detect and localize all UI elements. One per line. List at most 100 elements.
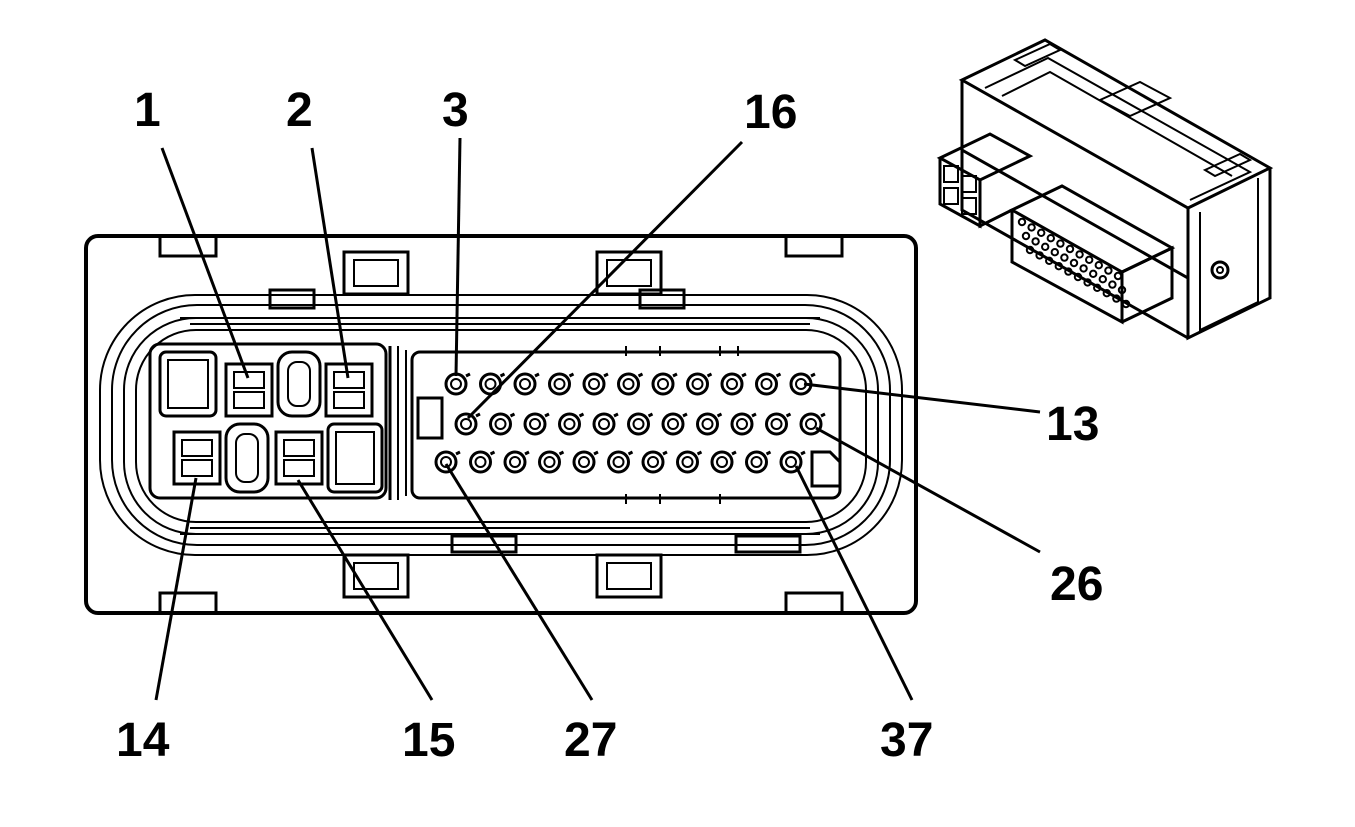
pin-cavity <box>686 372 709 396</box>
pin-row-top <box>444 372 816 396</box>
leader-16 <box>466 140 744 420</box>
iso-pin <box>1054 262 1064 271</box>
iso-pin <box>1045 256 1054 265</box>
callout-15: 15 <box>402 714 455 767</box>
pin-contact <box>474 456 487 468</box>
iso-pin-block <box>1008 184 1176 325</box>
pin-latch-mark <box>568 372 575 378</box>
pin-contact <box>598 418 610 430</box>
pin-contact <box>667 418 679 430</box>
pin-cavity <box>730 412 754 436</box>
pin-latch-mark <box>627 450 634 456</box>
pin-contact <box>647 456 659 468</box>
connector-face <box>84 234 918 615</box>
leader-27 <box>444 463 594 701</box>
connector-isometric-view <box>936 38 1274 341</box>
iso-pin <box>1027 223 1036 232</box>
pin-cavity <box>479 372 502 396</box>
iso-large-cavities <box>936 132 1034 229</box>
iso-pin <box>1085 255 1094 264</box>
pin-contact <box>460 418 472 430</box>
pin-latch-mark <box>785 412 792 418</box>
pin-latch-mark <box>613 412 619 418</box>
iso-pin <box>1075 250 1084 259</box>
iso-pin <box>1031 237 1040 246</box>
iso-pin <box>1073 272 1083 282</box>
callout-1: 1 <box>134 84 161 137</box>
iso-pin <box>1102 289 1112 298</box>
pin-cavity <box>434 450 458 474</box>
pin-cavity <box>799 412 823 436</box>
pin-contact <box>509 456 521 468</box>
iso-pin <box>1113 271 1123 281</box>
leader-1 <box>160 147 250 379</box>
pin-latch-mark <box>672 372 678 378</box>
iso-pin <box>1093 283 1102 292</box>
pin-latch-mark <box>637 372 644 378</box>
iso-pin <box>1094 261 1104 270</box>
pin-contact <box>681 456 694 468</box>
pin-cavity <box>523 412 547 436</box>
pin-contact <box>622 378 635 390</box>
iso-pin <box>1117 285 1127 295</box>
pin-latch-mark <box>716 412 723 418</box>
pin-latch-mark <box>558 450 565 456</box>
pin-cavity <box>765 412 788 436</box>
pin-cavity <box>710 450 734 474</box>
pin-contact <box>726 378 738 390</box>
iso-pin <box>1112 294 1121 303</box>
pin-latch-mark <box>706 372 713 378</box>
pin-contact <box>553 378 566 390</box>
iso-pin <box>1056 239 1065 248</box>
pin-contact <box>588 378 600 390</box>
pin-contact <box>494 418 507 430</box>
pin-cavity <box>489 412 512 436</box>
pin-contact <box>657 378 669 390</box>
callout-3: 3 <box>442 84 469 137</box>
pin-contact <box>519 378 531 390</box>
pin-contact <box>701 418 714 430</box>
pin-contact <box>578 456 590 468</box>
pin-latch-mark <box>682 412 688 418</box>
pin-cavity <box>779 450 803 474</box>
pin-row-bottom <box>434 450 806 474</box>
pin-cavity <box>607 450 630 474</box>
iso-pin <box>1079 264 1088 273</box>
terminal-1 <box>224 362 274 418</box>
pin-latch-mark <box>751 412 757 418</box>
pin-contact <box>805 418 817 430</box>
pin-cavity <box>676 450 699 474</box>
iso-pin <box>1050 248 1060 257</box>
pin-contact <box>563 418 576 430</box>
iso-pin <box>1089 269 1098 278</box>
pin-latch-mark <box>820 412 826 418</box>
latch-tab-top <box>268 250 686 310</box>
pin-contact <box>770 418 783 430</box>
pin-latch-mark <box>741 372 747 378</box>
pin-contact <box>736 418 748 430</box>
pin-row-middle <box>454 412 826 436</box>
iso-pin <box>1121 299 1131 309</box>
pin-cavity <box>444 372 468 396</box>
terminal-2 <box>324 362 374 418</box>
pin-cavity <box>582 372 606 396</box>
callout-13: 13 <box>1046 398 1099 451</box>
callout-14: 14 <box>116 714 170 767</box>
iso-pin <box>1065 244 1075 254</box>
pin-contact <box>785 456 797 468</box>
pin-cavity <box>592 412 616 436</box>
iso-pin <box>1021 231 1031 241</box>
terminal-15 <box>274 430 324 486</box>
connector-outer-housing <box>84 234 918 615</box>
pin-cavity <box>513 372 537 396</box>
pin-cavity <box>641 450 665 474</box>
pin-cavity <box>627 412 650 436</box>
iso-pin <box>1108 280 1117 289</box>
callout-37: 37 <box>880 714 933 767</box>
pin-contact <box>450 378 462 390</box>
pin-latch-mark <box>731 450 737 456</box>
pin-cavity <box>538 450 561 474</box>
pin-cavity <box>572 450 596 474</box>
pin-cavity <box>469 450 492 474</box>
